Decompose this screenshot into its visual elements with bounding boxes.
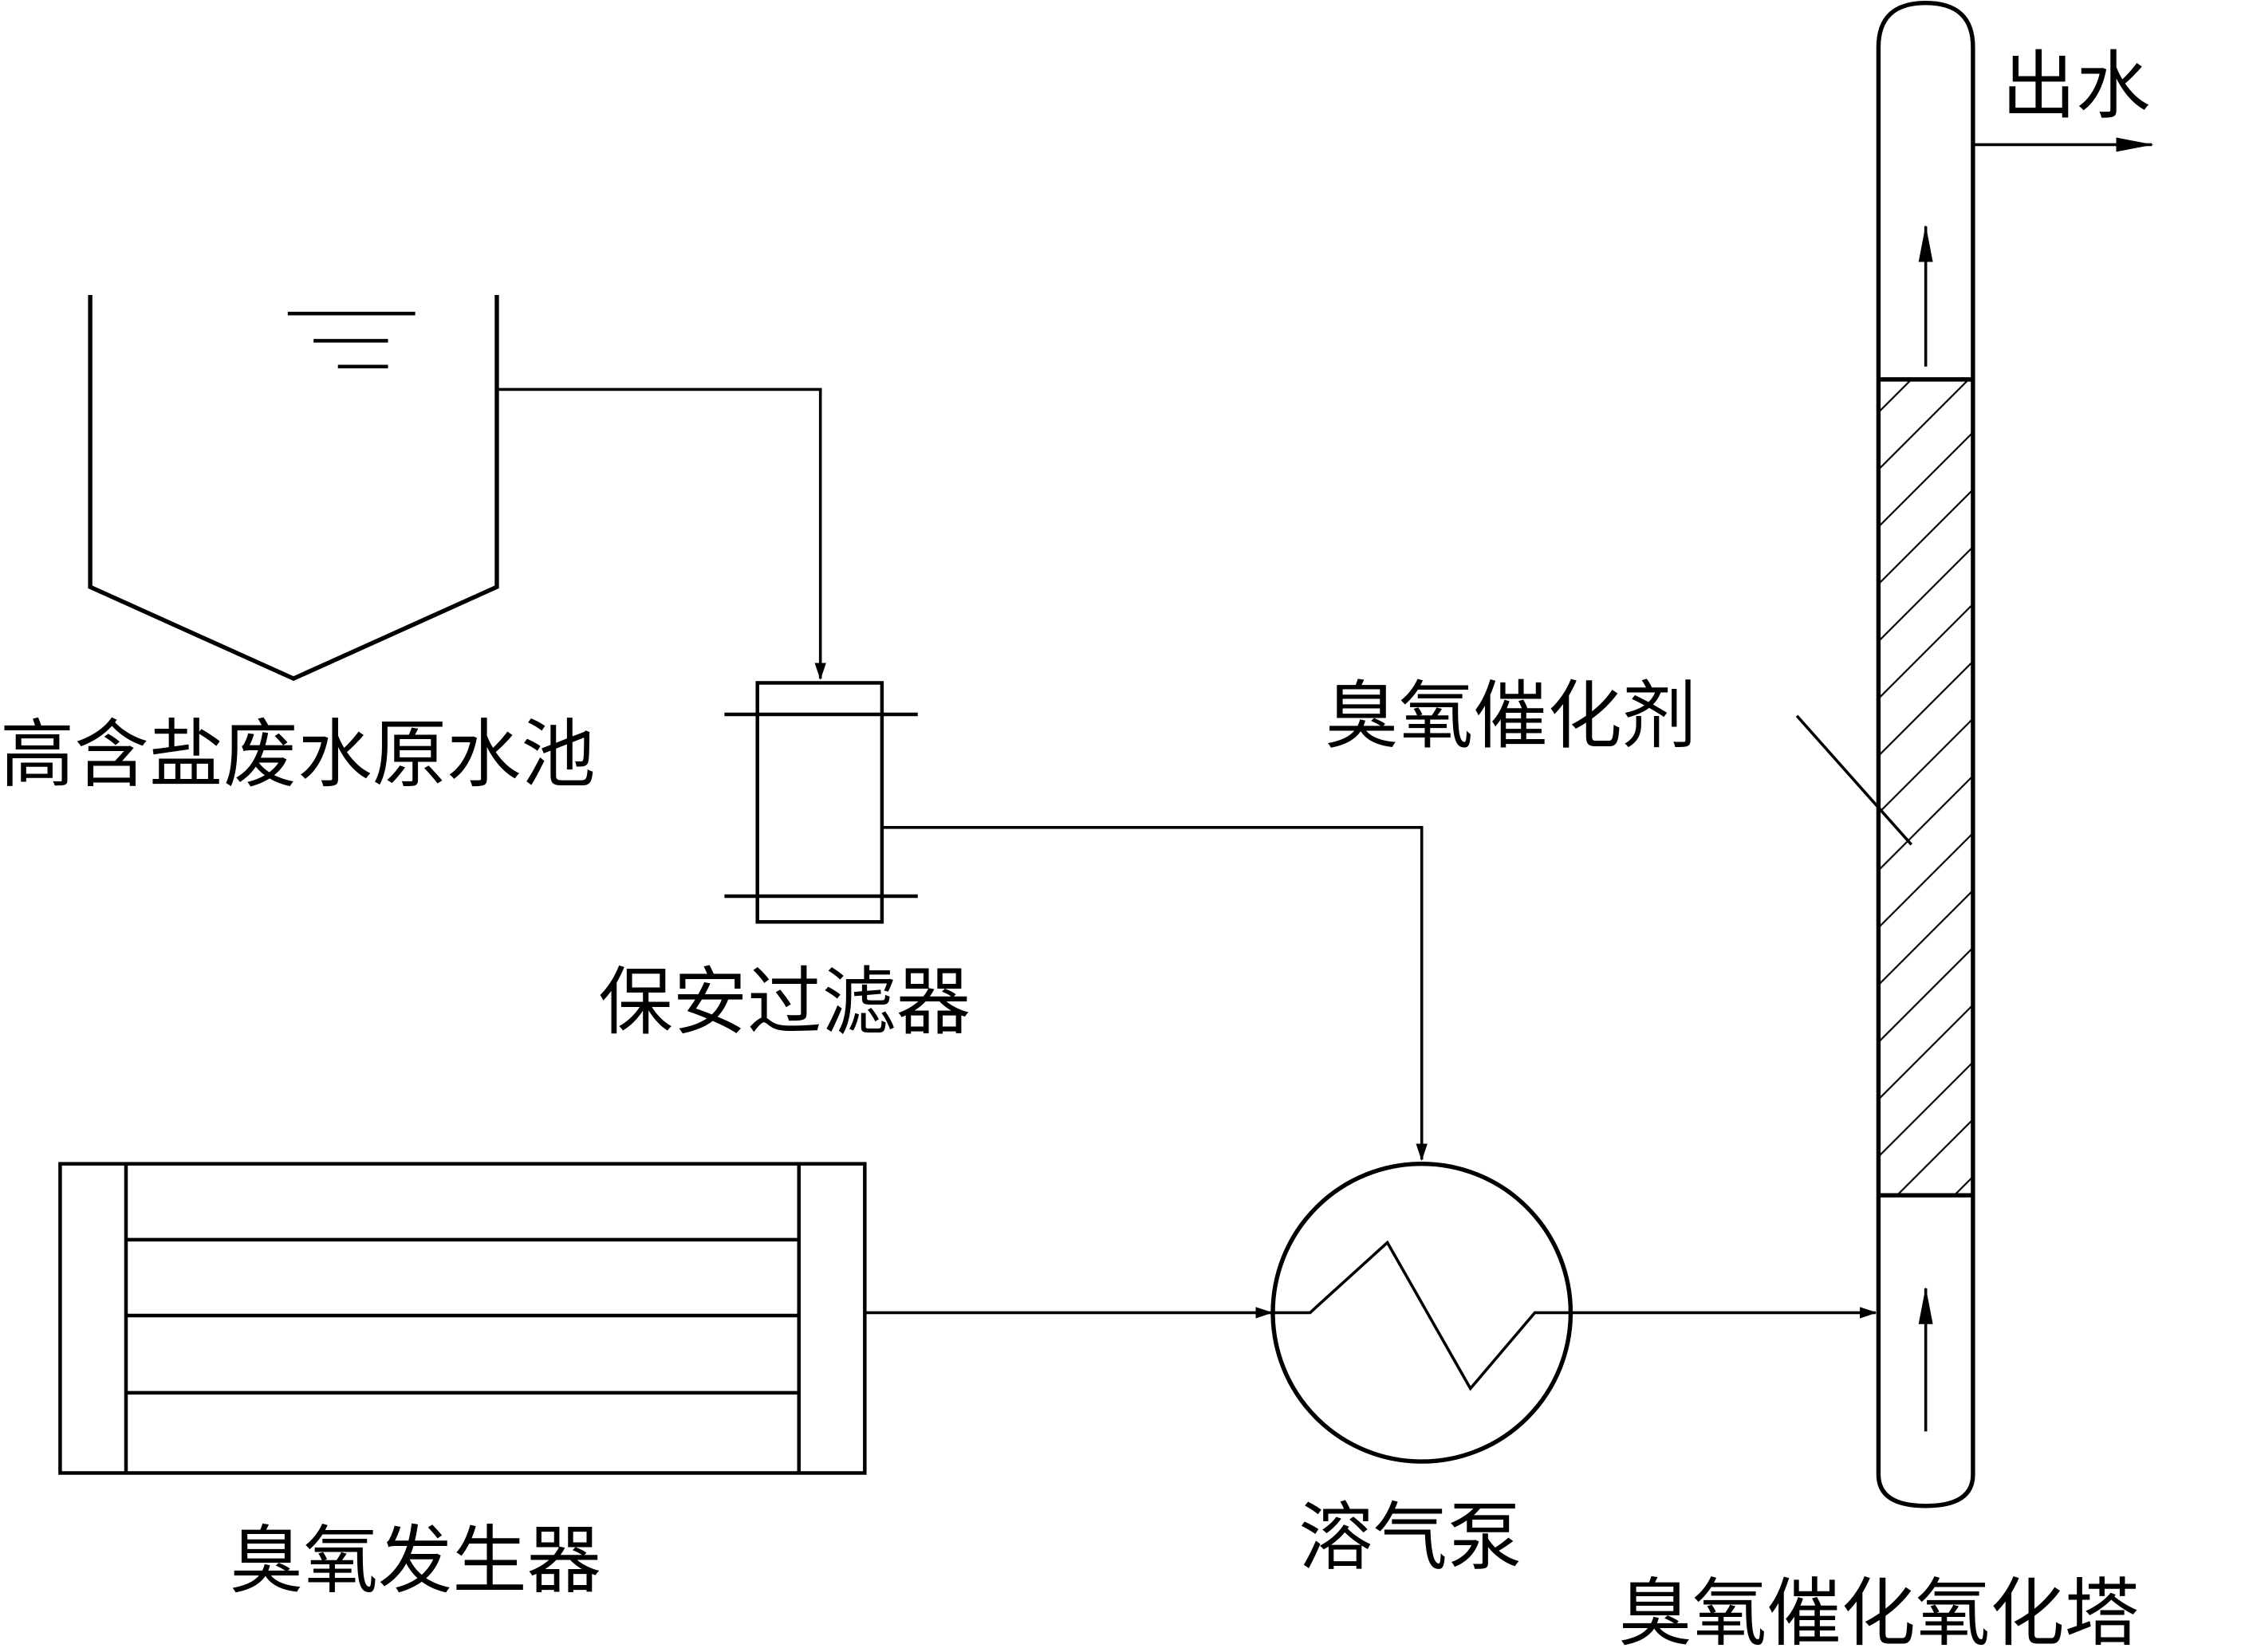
catalyst-bed xyxy=(1878,379,1973,1196)
ozone-generator xyxy=(58,1162,867,1475)
raw-water-tank-label: 高含盐废水原水池 xyxy=(0,712,596,799)
pump-zigzag-icon xyxy=(1274,1240,1571,1391)
raw-water-tank xyxy=(88,294,499,682)
ozone-catalytic-tower-label: 臭氧催化氧化塔 xyxy=(1618,1571,2139,1652)
security-filter xyxy=(724,681,918,924)
pipe-filter-to-pump xyxy=(881,826,1428,1162)
ozone-generator-label: 臭氧发生器 xyxy=(229,1517,601,1604)
pipe-tank-to-filter xyxy=(496,387,826,680)
ozone-catalyst-label: 臭氧催化剂 xyxy=(1325,673,1697,760)
dissolved-air-pump-label: 溶气泵 xyxy=(1298,1495,1522,1582)
dissolved-air-pump xyxy=(1270,1161,1573,1464)
ozone-catalytic-tower xyxy=(1876,1,1975,1508)
outlet-water-label: 出水 xyxy=(2002,43,2151,130)
security-filter-label: 保安过滤器 xyxy=(598,959,971,1046)
water-level-icon xyxy=(287,312,416,368)
catalyst-leader-line xyxy=(1795,714,1913,846)
